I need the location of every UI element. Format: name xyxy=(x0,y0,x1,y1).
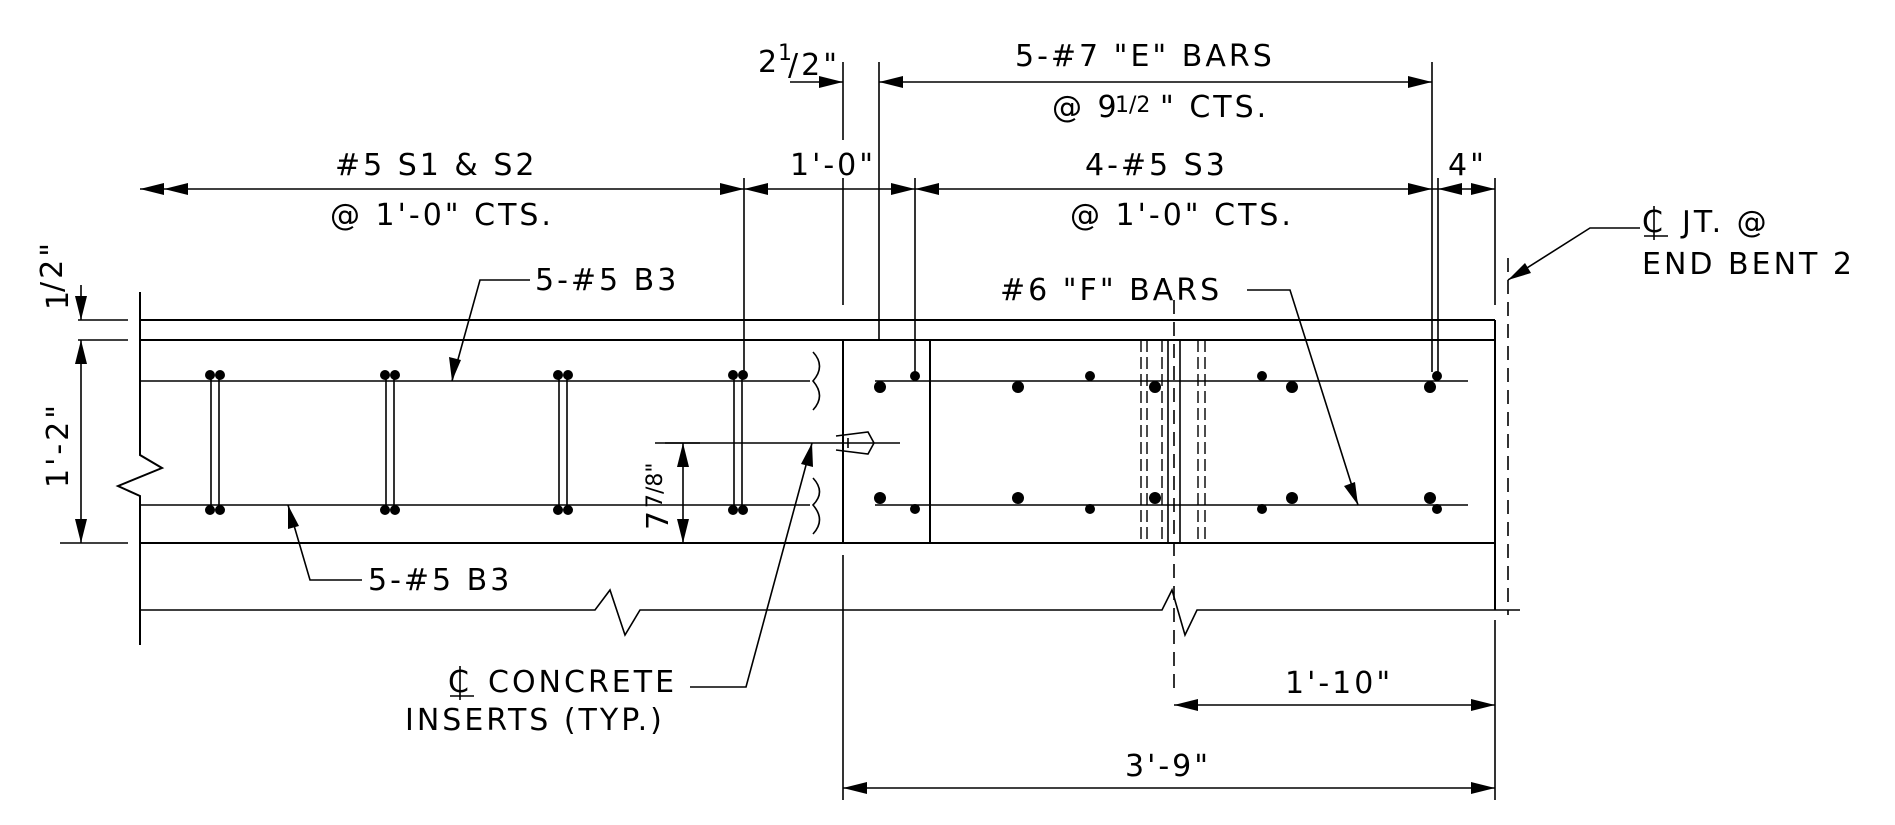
label-top-cover: 2 xyxy=(758,45,780,80)
label-insert-depth: 7 xyxy=(641,508,676,530)
label-top-cover-num: 1 xyxy=(778,41,792,66)
label-dim-1-10: 1'-10" xyxy=(1285,666,1393,701)
dim-e-bars xyxy=(879,76,1432,88)
label-insert-depth-frac: 7/8" xyxy=(643,462,668,508)
label-e-bars-spacing-a: @ 9 xyxy=(1052,90,1120,125)
label-top-cover-den: /2" xyxy=(788,48,840,83)
label-e-bars: 5-#7 "E" BARS xyxy=(1015,39,1275,74)
label-s1-s2: #5 S1 & S2 xyxy=(335,148,538,183)
hidden-lines xyxy=(1140,258,1509,690)
break-line-icon xyxy=(115,292,165,645)
dim-2-1-2 xyxy=(790,76,843,88)
label-top-cover-vert-group: 1 /2" xyxy=(35,240,76,310)
label-b3-bottom: 5-#5 B3 xyxy=(368,563,512,598)
dim-vertical-left xyxy=(75,285,689,543)
label-b3-top: 5-#5 B3 xyxy=(535,263,679,298)
label-s3: 4-#5 S3 xyxy=(1085,148,1228,183)
label-e-bars-spacing-b: " CTS. xyxy=(1160,90,1269,125)
label-cl-inserts-line2: INSERTS (TYP.) xyxy=(405,703,665,738)
main-reinforcing xyxy=(140,351,1468,535)
centerline-symbol-icon: C xyxy=(448,665,474,700)
label-dim-3-9: 3'-9" xyxy=(1125,749,1211,784)
label-depth: 1'-2" xyxy=(41,402,76,488)
label-four-in: 4" xyxy=(1448,148,1487,183)
stirrups-s1-s2 xyxy=(205,370,748,515)
break-line-icon xyxy=(140,587,1520,638)
label-top-cover-vert-frac: /2" xyxy=(35,240,70,292)
label-one-foot: 1'-0" xyxy=(790,148,876,183)
svg-text:C: C xyxy=(1642,205,1666,240)
label-cl-joint-line1: JT. @ xyxy=(1680,205,1770,240)
slab-outline xyxy=(115,292,1520,645)
svg-text:C: C xyxy=(448,665,472,700)
label-cl-inserts-line1: CONCRETE xyxy=(488,665,677,700)
e-f-bars xyxy=(874,371,1442,514)
label-cl-joint-line2: END BENT 2 xyxy=(1642,247,1855,282)
dim-row-stirrups xyxy=(140,183,1495,195)
extension-lines xyxy=(60,62,1496,800)
dim-bottom xyxy=(843,699,1495,794)
label-e-bars-spacing-frac: 1/2 xyxy=(1115,93,1150,118)
label-top-cover-vert: 1 xyxy=(41,288,76,310)
label-f-bars: #6 "F" BARS xyxy=(1000,273,1222,308)
label-s1-s2-spacing: @ 1'-0" CTS. xyxy=(330,198,554,233)
label-s3-spacing: @ 1'-0" CTS. xyxy=(1070,198,1294,233)
leader-lines xyxy=(287,227,1640,688)
centerline-symbol-icon: C xyxy=(1642,205,1668,240)
